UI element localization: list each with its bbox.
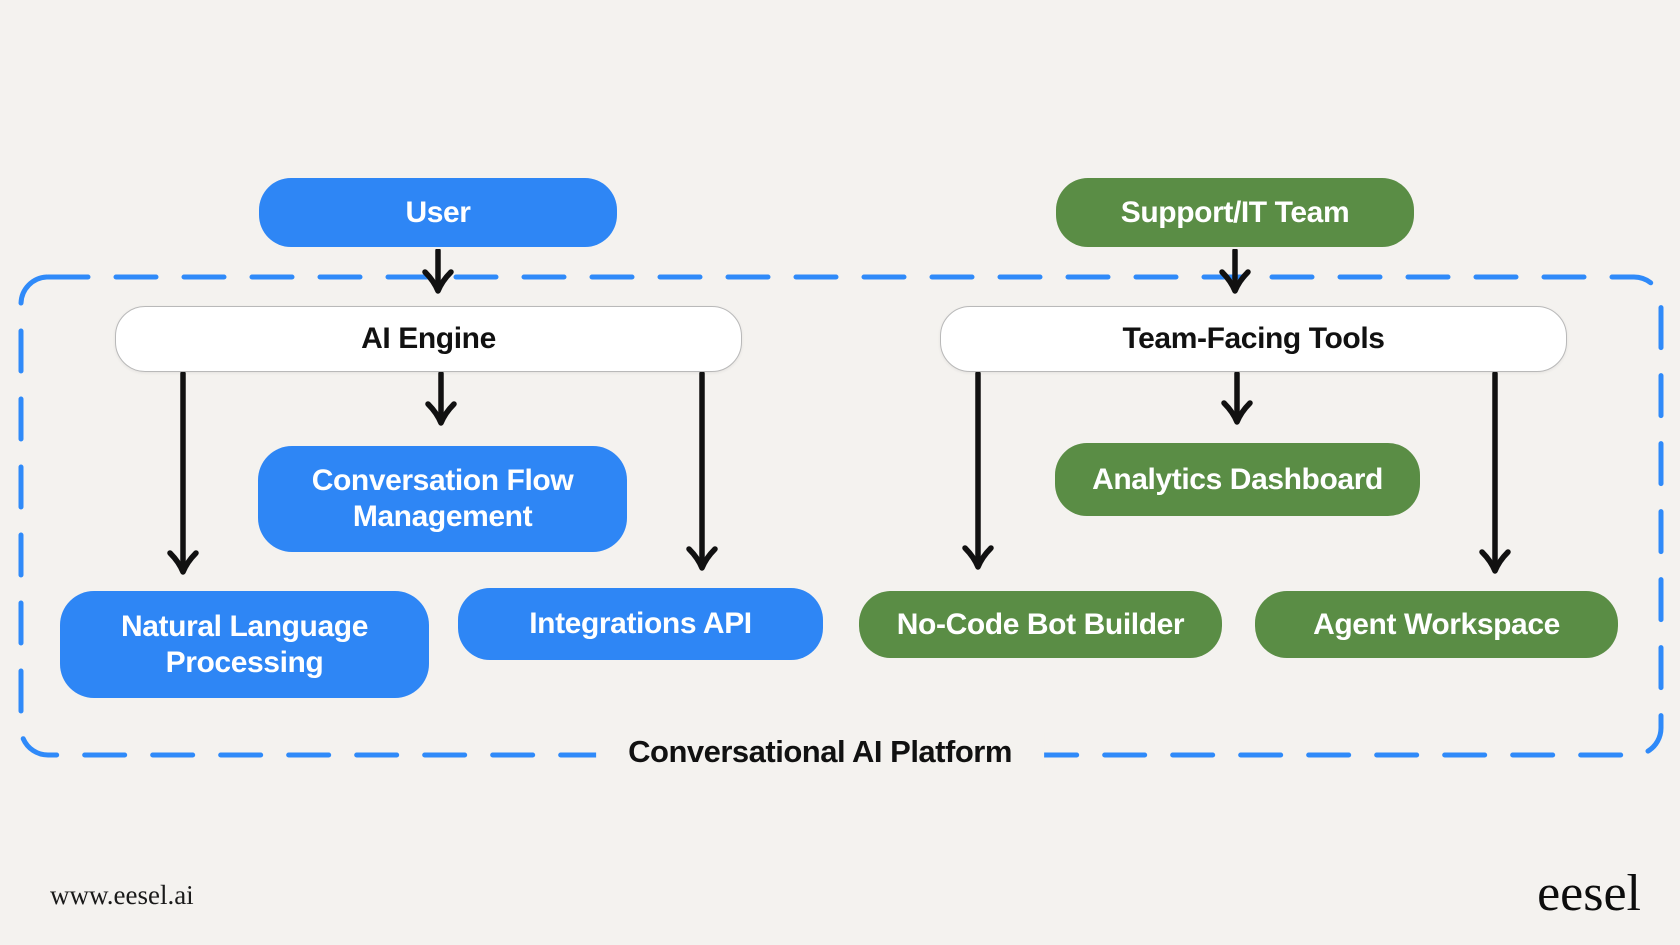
arrow-support-to-team-tools <box>1217 247 1253 294</box>
arrow-ai-engine-to-integrations <box>684 370 720 571</box>
team-facing-tools-node: Team-Facing Tools <box>940 306 1567 372</box>
analytics-dashboard-node: Analytics Dashboard <box>1055 443 1420 516</box>
conversation-flow-node: Conversation Flow Management <box>258 446 627 552</box>
no-code-bot-builder-node: No-Code Bot Builder <box>859 591 1222 658</box>
arrow-user-to-ai-engine <box>420 247 456 294</box>
natural-language-processing-node: Natural Language Processing <box>60 591 429 698</box>
integrations-api-node: Integrations API <box>458 588 823 660</box>
website-url: www.eesel.ai <box>50 880 194 910</box>
user-node: User <box>259 178 617 247</box>
arrow-team-tools-to-nocode <box>960 370 996 570</box>
eesel-logo: eesel <box>1537 865 1641 922</box>
arrow-team-tools-to-analytics <box>1219 370 1255 425</box>
arrow-ai-engine-to-nlp <box>165 370 201 575</box>
arrow-team-tools-to-agent <box>1477 370 1513 574</box>
arrow-ai-engine-to-conv-flow <box>423 370 459 426</box>
platform-label: Conversational AI Platform <box>596 733 1044 771</box>
agent-workspace-node: Agent Workspace <box>1255 591 1618 658</box>
support-team-node: Support/IT Team <box>1056 178 1414 247</box>
ai-engine-node: AI Engine <box>115 306 742 372</box>
